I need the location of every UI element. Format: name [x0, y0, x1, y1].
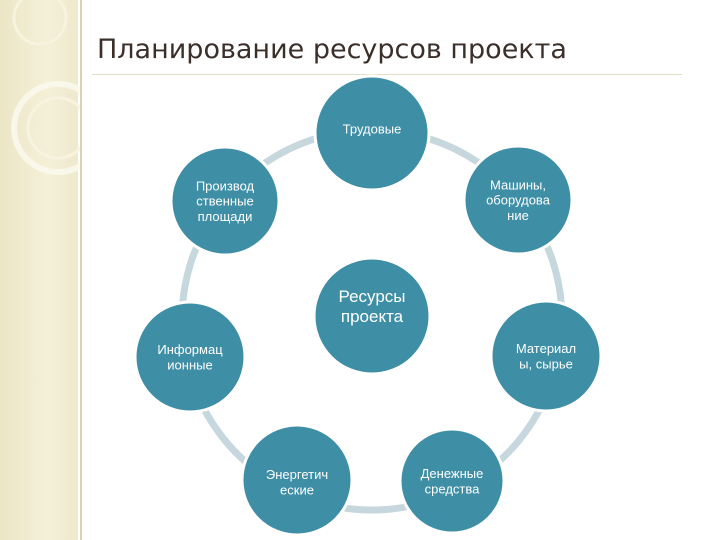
connector-arc: [199, 404, 251, 468]
node-label: Производ: [196, 178, 255, 193]
sidebar-divider: [80, 0, 82, 540]
node-label: Материал: [516, 341, 576, 356]
node-label: Информац: [157, 342, 223, 357]
node-trudovye: [313, 74, 431, 192]
node-label: ы, сырье: [519, 356, 573, 371]
decorative-rings-icon: [11, 0, 80, 175]
node-label: Денежные: [421, 466, 484, 481]
node-label: оборудова: [486, 193, 551, 208]
connector-arc: [541, 240, 566, 309]
node-energetich: [240, 423, 354, 537]
connector-arc: [494, 404, 545, 467]
node-denezhnye: [398, 427, 506, 535]
connector-arc: [339, 502, 413, 514]
title-divider: [92, 74, 682, 75]
node-material: [489, 299, 603, 413]
node-label: Ресурсы: [338, 287, 405, 306]
page-title: Планирование ресурсов проекта: [97, 34, 567, 65]
connector-arc: [258, 133, 321, 170]
node-label: площади: [198, 209, 253, 224]
node-label: ние: [507, 208, 529, 223]
node-label: проекта: [341, 307, 404, 326]
node-label: Энергетич: [266, 467, 328, 482]
node-label: ственные: [196, 194, 253, 209]
node-label: Трудовые: [343, 122, 402, 137]
node-informac: [133, 300, 247, 414]
node-label: еские: [280, 482, 314, 497]
node-label: ионные: [167, 357, 212, 372]
connector-arc: [423, 133, 485, 169]
node-mashiny: [462, 144, 574, 256]
node-label: Машины,: [490, 177, 546, 192]
connector-arc: [178, 241, 202, 308]
center-node: [312, 256, 432, 376]
node-proizvod: [169, 145, 281, 257]
node-label: средства: [425, 481, 480, 496]
